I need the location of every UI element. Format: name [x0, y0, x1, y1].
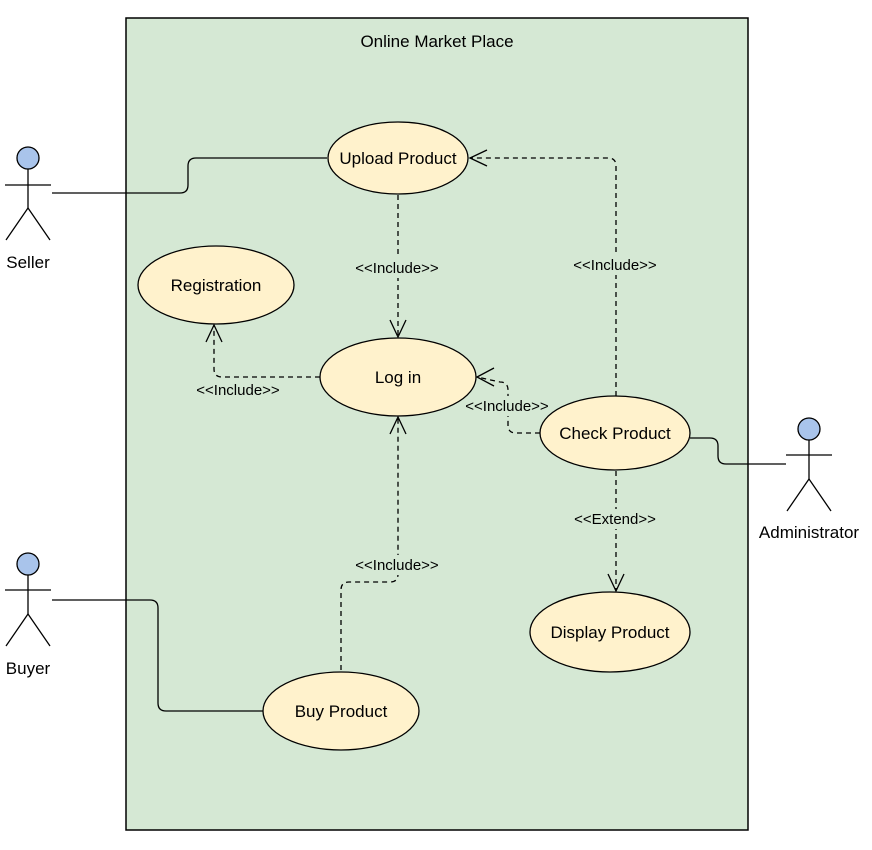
label-upload-include-login: <<Include>>: [355, 260, 439, 277]
usecase-registration[interactable]: [137, 245, 295, 325]
actor-seller-head-icon: [16, 146, 40, 170]
usecase-buy-product-label: Buy Product: [295, 702, 388, 721]
arrowhead-registration: [205, 323, 223, 343]
arrowhead-upload: [468, 149, 488, 167]
actor-administrator-label: Administrator: [759, 523, 859, 542]
usecase-log-in-label: Log in: [375, 368, 421, 387]
actor-administrator[interactable]: [786, 417, 832, 512]
actor-administrator-head-icon: [797, 417, 821, 441]
actor-seller[interactable]: [5, 146, 51, 241]
label-check-include-upload: <<Include>>: [573, 257, 657, 274]
arrowhead-login-bottom: [389, 415, 407, 435]
relation-check-upload: [470, 157, 617, 396]
usecase-display-product[interactable]: [529, 591, 691, 673]
usecase-registration-label: Registration: [171, 276, 262, 295]
usecase-check-product-label: Check Product: [559, 424, 671, 443]
association-admin-check: [690, 437, 786, 465]
system-title: Online Market Place: [360, 32, 513, 51]
usecase-log-in[interactable]: [319, 337, 477, 417]
usecase-display-product-label: Display Product: [550, 623, 669, 642]
association-seller-upload: [52, 157, 327, 194]
arrowhead-display: [607, 573, 625, 593]
usecase-buy-product[interactable]: [262, 671, 420, 751]
actor-buyer-label: Buyer: [6, 659, 51, 678]
label-check-include-login: <<Include>>: [465, 398, 549, 415]
association-buyer-buy: [52, 599, 263, 712]
label-buy-include-login: <<Include>>: [355, 557, 439, 574]
label-check-extend-display: <<Extend>>: [574, 511, 656, 528]
actor-buyer[interactable]: [5, 552, 51, 647]
actor-buyer-head-icon: [16, 552, 40, 576]
relation-buy-login: [340, 417, 399, 670]
arrowhead-login-right: [475, 367, 495, 387]
usecase-upload-product[interactable]: [327, 121, 469, 195]
usecase-upload-product-label: Upload Product: [339, 149, 456, 168]
arrowhead-login-top: [389, 319, 407, 339]
usecase-check-product[interactable]: [539, 395, 691, 471]
actor-seller-label: Seller: [6, 253, 50, 272]
relation-login-registration: [213, 325, 320, 378]
label-login-include-registration: <<Include>>: [196, 382, 280, 399]
